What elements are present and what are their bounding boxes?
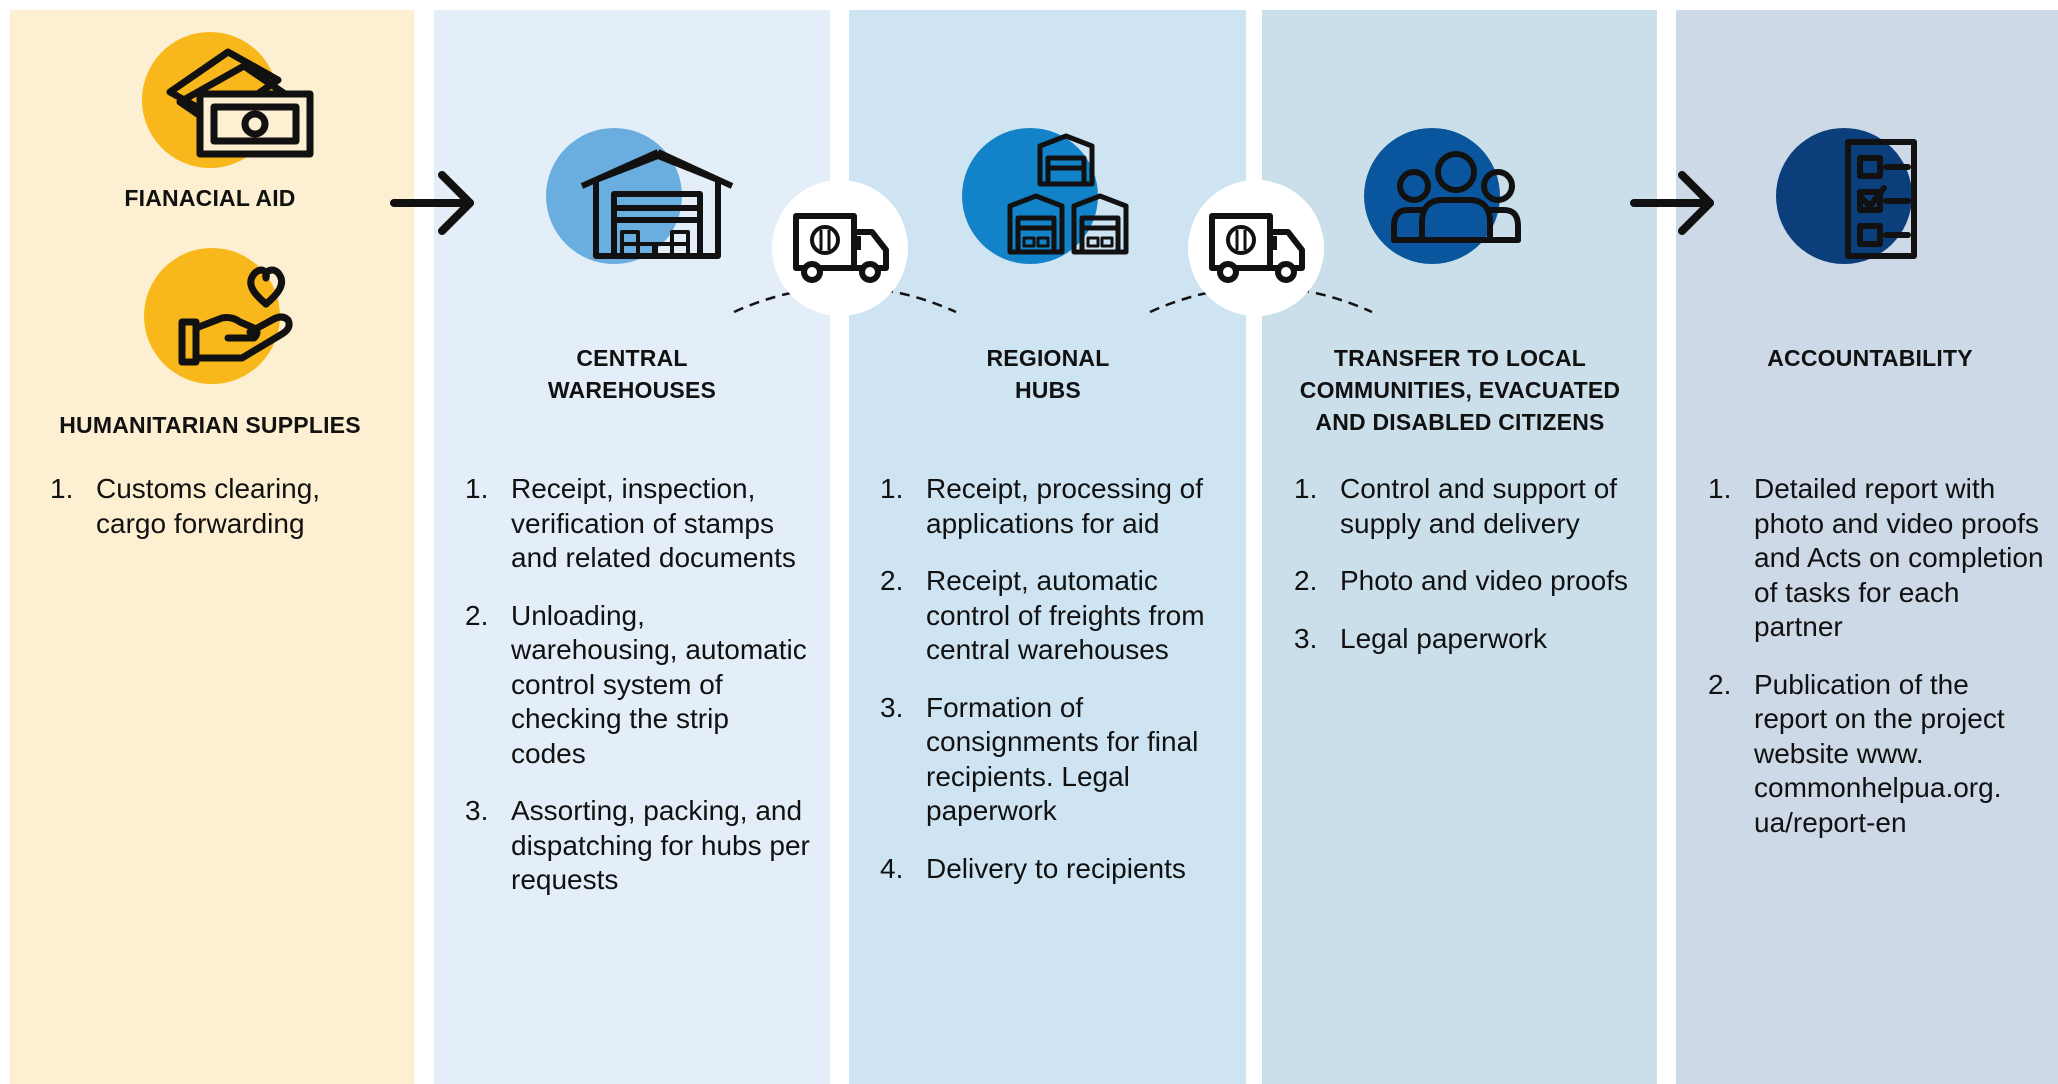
list-item: 2. Photo and video proofs xyxy=(1294,564,1644,599)
step-text: Receipt, processing of applications for … xyxy=(926,473,1204,539)
heart-hand-icon xyxy=(142,248,312,388)
step-text: Receipt, inspection, verification of sta… xyxy=(511,473,796,573)
list-item: 3. Assorting, packing, and dispatching f… xyxy=(465,794,810,898)
step-number: 3. xyxy=(880,691,904,723)
step-text: Assorting, packing, and dispatching for … xyxy=(511,795,810,895)
list-item: 4. Delivery to recipients xyxy=(880,852,1230,887)
people-icon xyxy=(1364,128,1544,268)
central-warehouses-title: CENTRAL WAREHOUSES xyxy=(482,342,782,406)
truck-icon xyxy=(772,180,908,316)
arrow-right-icon xyxy=(1630,170,1720,240)
step-number: 2. xyxy=(880,565,904,596)
accountability-title: ACCOUNTABILITY xyxy=(1710,342,2030,374)
list-item: 3. Formation of consignments for final r… xyxy=(880,691,1230,829)
list-item: 1. Receipt, inspection, verification of … xyxy=(465,472,810,576)
step-number: 4. xyxy=(880,852,904,884)
title-line: TRANSFER TO LOCAL xyxy=(1333,345,1587,371)
checklist-icon xyxy=(1776,128,1956,268)
source-column xyxy=(10,10,414,1084)
truck-icon xyxy=(1188,180,1324,316)
central-steps: 1. Receipt, inspection, verification of … xyxy=(465,472,810,921)
step-text: Legal paperwork xyxy=(1340,622,1548,654)
title-line: CENTRAL xyxy=(576,345,688,371)
financial-aid-label: FIANACIAL AID xyxy=(124,185,296,211)
step-text: Photo and video proofs xyxy=(1340,565,1628,596)
arrow-right-icon xyxy=(390,170,480,240)
step-number: 1. xyxy=(50,473,74,504)
step-number: 1. xyxy=(465,473,489,504)
title-line: WAREHOUSES xyxy=(547,377,717,403)
list-item: 2. Unloading, warehousing, automatic con… xyxy=(465,599,810,772)
list-item: 1. Detailed report with photo and video … xyxy=(1708,472,2048,645)
step-text: Formation of consignments for final reci… xyxy=(926,691,1199,827)
title-line: COMMUNITIES, EVACUATED xyxy=(1299,377,1621,403)
list-item: 3. Legal paperwork xyxy=(1294,622,1644,657)
step-text: Detailed report with photo and video pro… xyxy=(1754,473,2044,642)
step-number: 1. xyxy=(1708,473,1732,504)
step-number: 1. xyxy=(880,473,904,504)
source-steps: 1. Customs clearing, cargo forwarding xyxy=(50,472,350,564)
list-item: 2. Receipt, automatic control of freight… xyxy=(880,564,1230,668)
regional-hubs-title: REGIONAL HUBS xyxy=(898,342,1198,406)
list-item: 1. Customs clearing, cargo forwarding xyxy=(50,472,350,541)
list-item: 1. Control and support of supply and del… xyxy=(1294,472,1644,541)
title-line: HUBS xyxy=(1015,377,1081,403)
humanitarian-supplies-label: HUMANITARIAN SUPPLIES xyxy=(59,412,361,438)
transfer-steps: 1. Control and support of supply and del… xyxy=(1294,472,1644,679)
step-text: Customs clearing, cargo forwarding xyxy=(96,473,321,539)
step-text: Delivery to recipients xyxy=(926,852,1186,884)
step-number: 2. xyxy=(1294,565,1318,596)
warehouse-icon xyxy=(546,128,734,268)
step-number: 3. xyxy=(1294,622,1318,654)
step-text: Receipt, automatic control of freights f… xyxy=(926,565,1205,665)
list-item: 1. Receipt, processing of applications f… xyxy=(880,472,1230,541)
money-icon xyxy=(140,32,320,172)
title-line: ACCOUNTABILITY xyxy=(1767,345,1973,371)
step-number: 2. xyxy=(465,599,489,631)
step-text: Control and support of supply and delive… xyxy=(1340,473,1618,539)
step-number: 2. xyxy=(1708,668,1732,700)
regional-steps: 1. Receipt, processing of applications f… xyxy=(880,472,1230,909)
accountability-steps: 1. Detailed report with photo and video … xyxy=(1708,472,2048,863)
step-number: 1. xyxy=(1294,473,1318,504)
title-line: REGIONAL xyxy=(986,345,1110,371)
transfer-title: TRANSFER TO LOCAL COMMUNITIES, EVACUATED… xyxy=(1280,342,1640,438)
list-item: 2. Publication of the report on the proj… xyxy=(1708,668,2048,841)
step-number: 3. xyxy=(465,795,489,826)
title-line: AND DISABLED CITIZENS xyxy=(1315,409,1605,435)
hubs-icon xyxy=(962,128,1142,268)
step-text: Publication of the report on the project… xyxy=(1754,668,2005,838)
step-text: Unloading, warehousing, automatic contro… xyxy=(511,599,807,769)
